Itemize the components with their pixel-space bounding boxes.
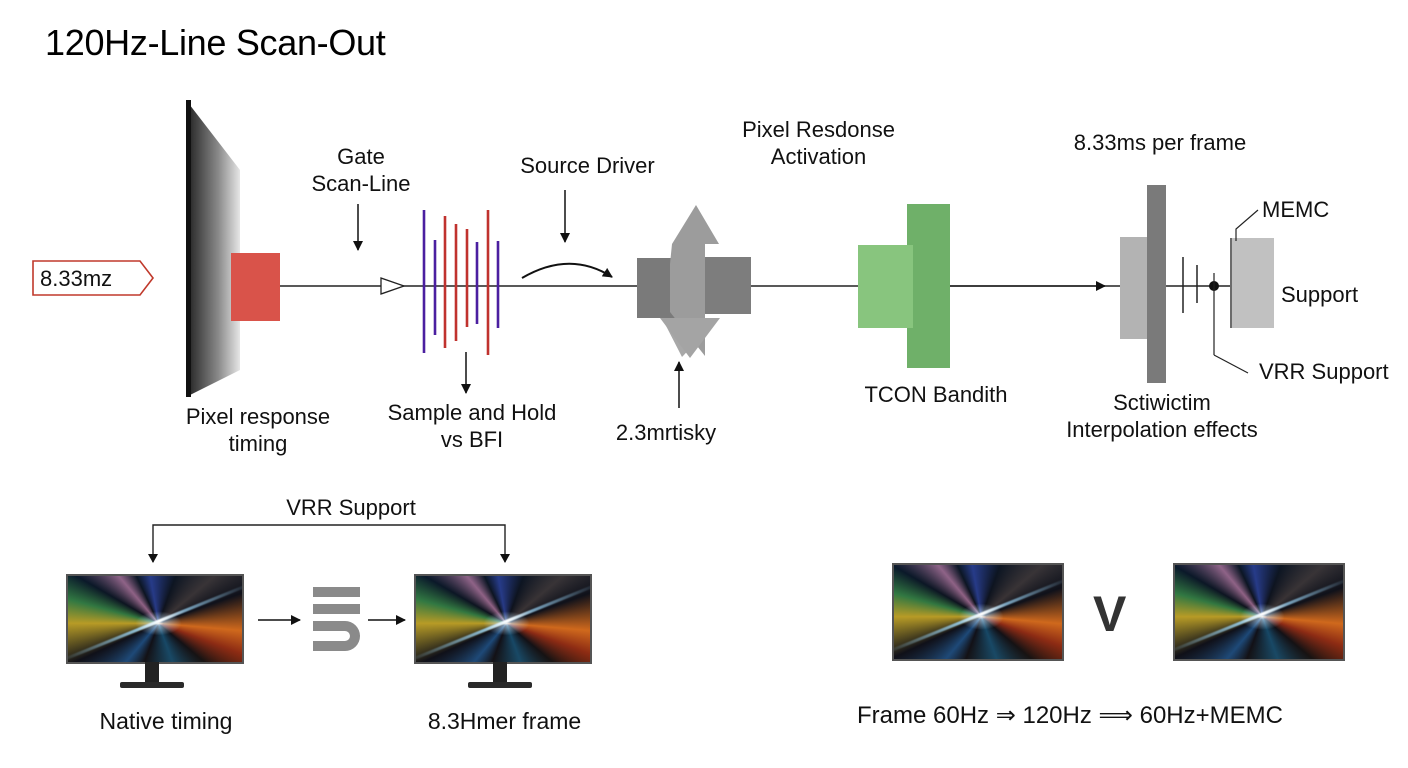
page-title: 120Hz-Line Scan-Out (45, 22, 386, 63)
interpolation-block-light (1120, 237, 1148, 339)
memc-label: MEMC (1262, 197, 1330, 222)
compare-screen-left (892, 563, 1064, 661)
monitor-native-stand (145, 662, 159, 682)
vrr-callout-line (1213, 354, 1249, 374)
pixel-response-label: Pixel response timing (185, 404, 331, 456)
pixel-activation-label: Pixel Resdonse Activation (742, 117, 895, 169)
interpolation-bar-dark (1147, 185, 1166, 383)
compare-screen-right (1173, 563, 1345, 661)
monitor-native-base (120, 682, 184, 688)
curved-arrow (521, 262, 613, 279)
frame-time-label: 8.33ms per frame (1073, 130, 1247, 155)
monitor-native-screen (66, 574, 244, 664)
comparison-caption: Frame 60Hz ⇒ 120Hz ⟹ 60Hz+MEMC (857, 702, 1283, 729)
vrr-bracket (152, 524, 506, 562)
vrr-bracket-label: VRR Support (286, 495, 416, 520)
tcon-label: TCON Bandith (864, 382, 1008, 407)
source-driver-label: Source Driver (520, 153, 655, 178)
interpolation-label: Sctiwictim Interpolation effects (1066, 390, 1258, 442)
input-tag-label: 8.33mz (40, 266, 113, 291)
pixel-response-marker (231, 253, 280, 321)
output-frame-caption: 8.3Hmer frame (427, 708, 582, 734)
native-timing-caption: Native timing (99, 708, 233, 734)
monitor-output-stand (493, 662, 507, 682)
scan-lines (422, 210, 500, 355)
pixel-activation-block (637, 205, 751, 358)
sample-hold-label: Sample and Hold vs BFI (387, 400, 557, 452)
frame-buffer-icon (313, 587, 360, 651)
display-panel-icon (186, 100, 240, 397)
monitor-output-screen (414, 574, 592, 664)
tcon-block-dark (907, 204, 950, 368)
vrr-support-callout-label: VRR Support (1259, 359, 1389, 384)
latency-label: 2.3mrtisky (615, 420, 717, 445)
tcon-block-light (858, 245, 913, 328)
gate-scan-line-label: Gate Scan-Line (311, 144, 411, 196)
versus-label: V (1093, 586, 1127, 642)
memc-callout-line (1235, 209, 1259, 241)
monitor-output-base (468, 682, 532, 688)
memc-block (1230, 238, 1274, 328)
gate-triangle-icon (380, 277, 406, 295)
input-tag (32, 260, 155, 296)
support-label: Support (1281, 282, 1359, 307)
